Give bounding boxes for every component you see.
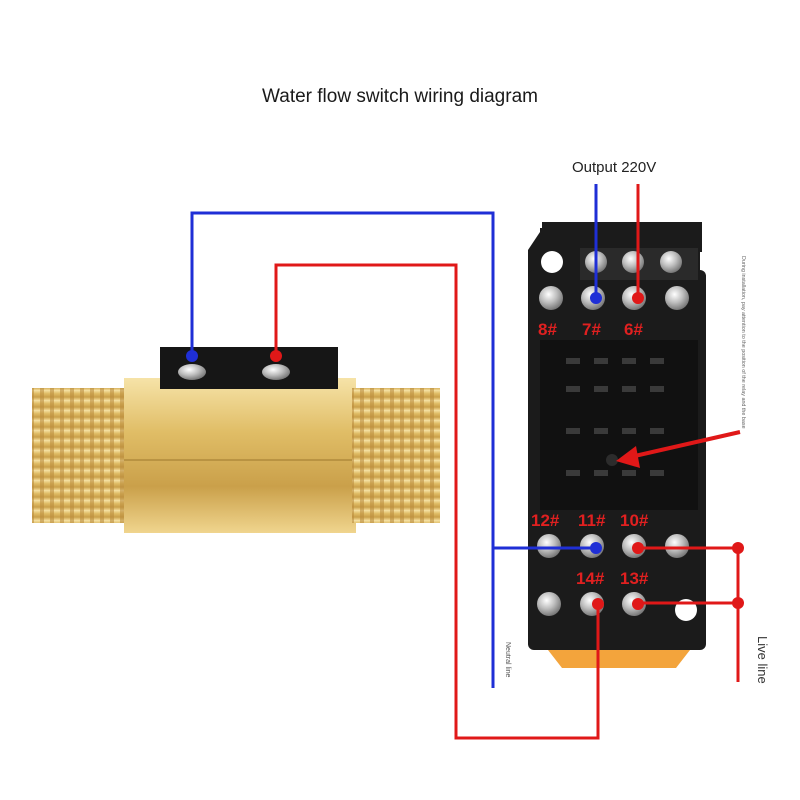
- mount-hole-top: [541, 251, 563, 273]
- screw-12: [537, 534, 561, 558]
- terminal-label-14: 14#: [576, 569, 605, 588]
- hex-body: [124, 378, 356, 533]
- red-wire-switch-to-14: [274, 263, 600, 740]
- switch-screw-right: [262, 364, 290, 380]
- diagram-title: Water flow switch wiring diagram: [262, 86, 538, 107]
- output-220v-label: Output 220V: [572, 159, 656, 176]
- neutral-line-label: Neutral line: [504, 642, 511, 678]
- din-clip: [548, 650, 690, 668]
- terminal-label-6: 6#: [624, 320, 643, 339]
- live-line-label: Live line: [755, 636, 770, 684]
- blue-wire-switch-to-11: [190, 211, 592, 550]
- terminal-label-13: 13#: [620, 569, 649, 588]
- pointer-arrow: [625, 430, 741, 460]
- wire-dots: [186, 292, 744, 610]
- left-thread: [32, 388, 128, 523]
- terminal-label-11: 11#: [578, 511, 606, 530]
- wires: [190, 184, 741, 740]
- center-hole: [606, 454, 618, 466]
- screw-top-3: [660, 251, 682, 273]
- flow-switch: [32, 347, 440, 533]
- screw-9: [665, 534, 689, 558]
- screw-5: [665, 286, 689, 310]
- right-thread: [352, 388, 440, 523]
- terminal-label-8: 8#: [538, 320, 557, 339]
- terminal-label-10: 10#: [620, 511, 649, 530]
- arrow-head: [616, 446, 640, 468]
- terminal-label-7: 7#: [582, 320, 601, 339]
- screw-top-2: [622, 251, 644, 273]
- screw-8: [539, 286, 563, 310]
- screw-15: [537, 592, 561, 616]
- terminal-label-12: 12#: [531, 511, 560, 530]
- relay-socket: [528, 222, 706, 668]
- installation-note: During installation, pay attention to th…: [740, 256, 746, 429]
- relay-pin-area: [540, 340, 698, 510]
- switch-screw-left: [178, 364, 206, 380]
